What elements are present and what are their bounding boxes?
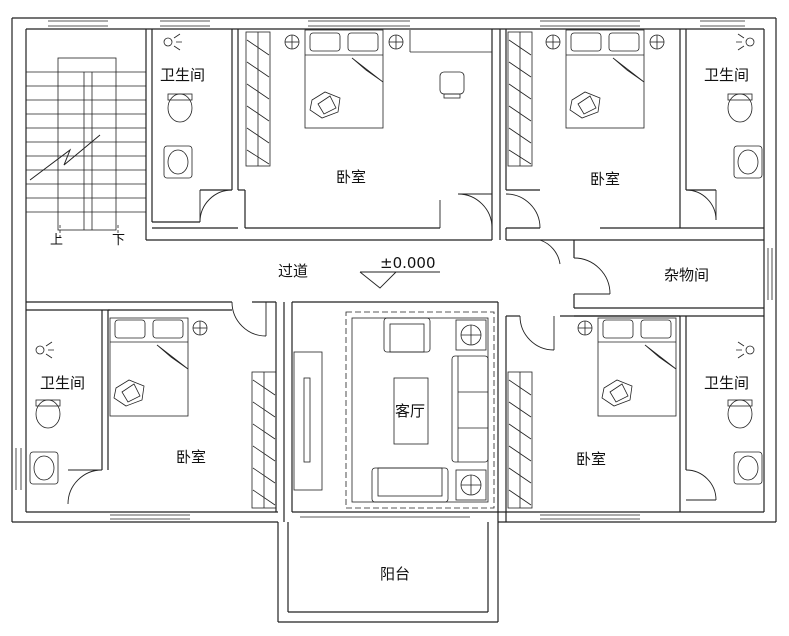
storage-label: 杂物间 [664, 266, 710, 284]
stair-up-label: 上 [50, 233, 64, 248]
living-room-furniture [293, 311, 495, 509]
bedroom-2-furniture [507, 29, 665, 167]
bedroom-1-label: 卧室 [336, 168, 367, 186]
bedroom-4-furniture [507, 317, 677, 509]
bath-4-label: 卫生间 [704, 374, 750, 392]
bath-1-label: 卫生间 [160, 66, 206, 84]
bath-1-fixtures [163, 33, 193, 179]
bottom-windows [110, 514, 640, 520]
staircase [26, 57, 146, 240]
bath-3-fixtures [29, 341, 61, 485]
exterior-walls [11, 17, 777, 523]
bedroom-4-label: 卧室 [576, 450, 607, 468]
interior-walls [26, 29, 764, 522]
elevation-marker [359, 271, 440, 289]
living-room-label: 客厅 [395, 402, 426, 420]
bedroom-1-furniture [245, 29, 492, 167]
bath-3-label: 卫生间 [40, 374, 86, 392]
bedroom-3-label: 卧室 [176, 448, 207, 466]
door-swings [67, 189, 717, 505]
stair-down-label: 下 [112, 233, 126, 248]
side-windows [15, 248, 773, 490]
bedroom-3-furniture [109, 317, 277, 509]
balcony-label: 阳台 [380, 565, 411, 583]
bedroom-2-label: 卧室 [590, 170, 621, 188]
bath-2-fixtures [727, 33, 763, 179]
bath-2-label: 卫生间 [704, 66, 750, 84]
balcony-outline [277, 516, 499, 623]
top-windows [48, 20, 745, 27]
bath-4-fixtures [727, 341, 763, 485]
corridor-label: 过道 [278, 262, 309, 280]
elevation-label: ±0.000 [380, 254, 436, 272]
